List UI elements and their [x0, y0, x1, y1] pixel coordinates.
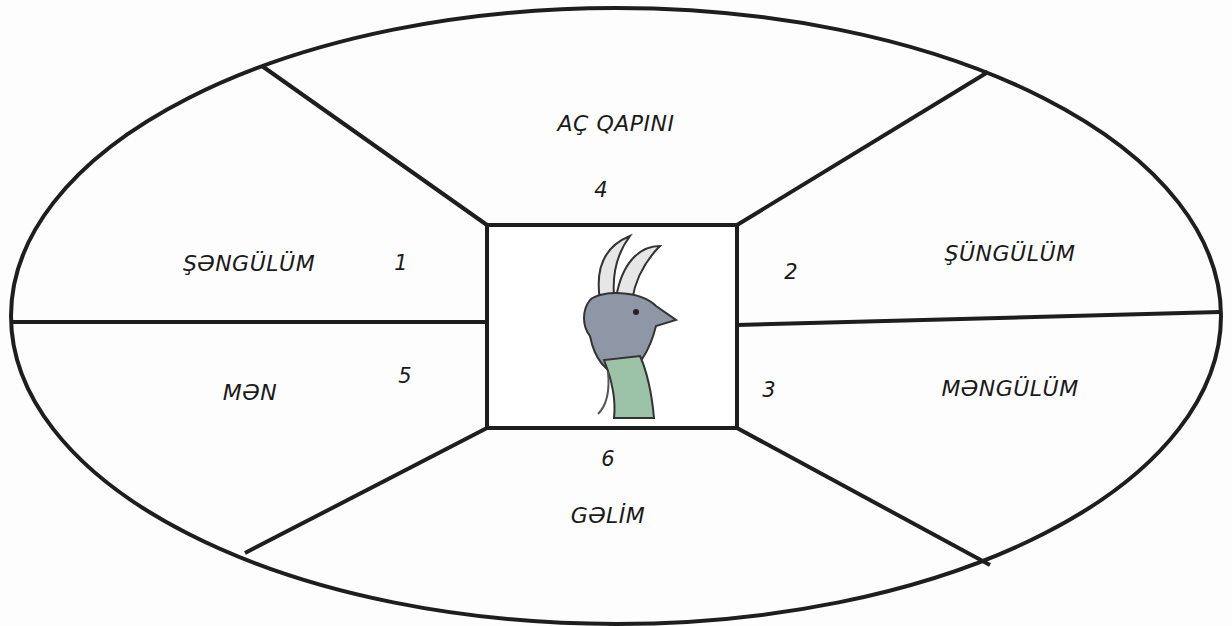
sector-region: MƏNGÜLÜM: [937, 374, 1082, 403]
goat-head: [584, 236, 676, 418]
callout-number: 3: [762, 378, 775, 402]
sector-region: ŞƏNGÜLÜM: [179, 249, 319, 278]
callout-number: 5: [398, 364, 411, 388]
sector-word: MƏNGÜLÜM: [941, 376, 1078, 401]
sector-word: AÇ QAPINI: [558, 111, 675, 136]
sector-word: MƏN: [223, 380, 277, 405]
callout-number: 1: [394, 251, 407, 275]
sector-region: ŞÜNGÜLÜM: [940, 239, 1079, 268]
sector-region: AÇ QAPINI: [554, 109, 679, 138]
callout-number: 6: [601, 447, 614, 471]
sector-region: GƏLİM: [567, 501, 650, 530]
sector-word: ŞÜNGÜLÜM: [944, 241, 1075, 266]
callout-number: 2: [784, 260, 797, 284]
sector-word: GƏLİM: [571, 503, 646, 528]
sector-region: MƏN: [219, 378, 281, 407]
callout-number: 4: [594, 178, 607, 202]
sector-word: ŞƏNGÜLÜM: [183, 251, 315, 276]
